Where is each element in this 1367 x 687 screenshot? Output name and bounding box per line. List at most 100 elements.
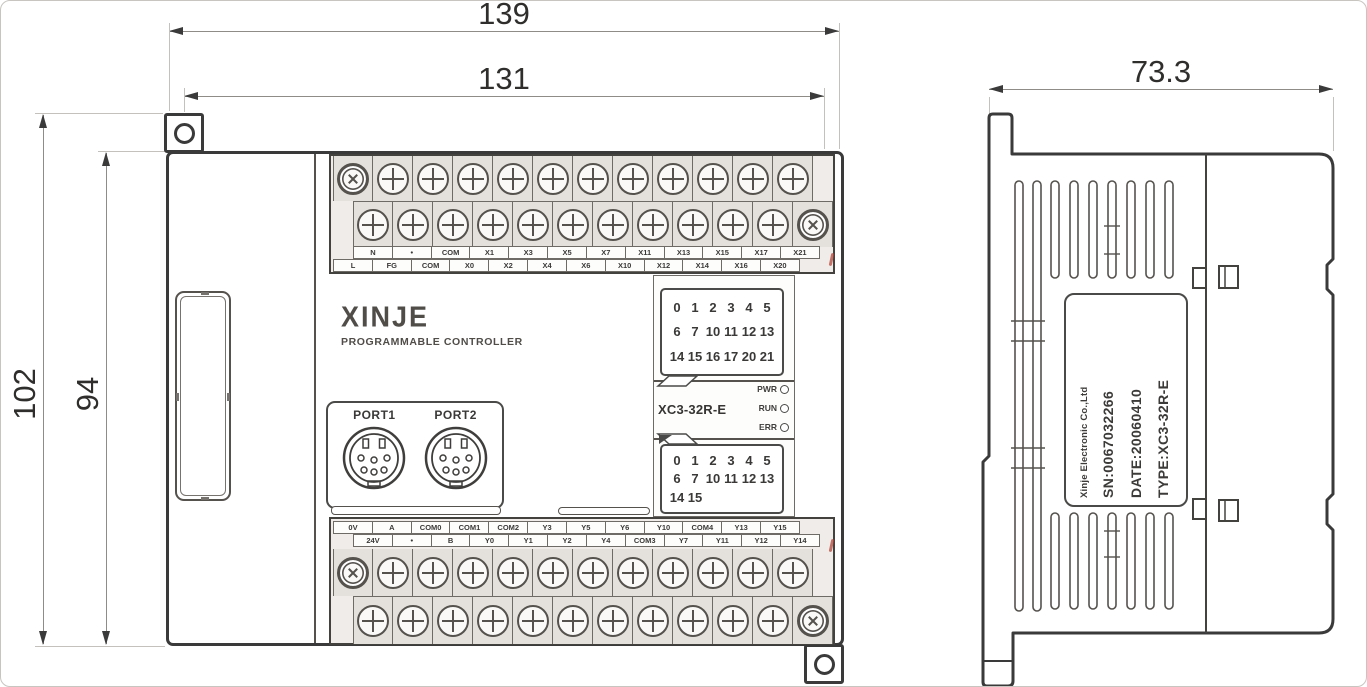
io-number: 1 xyxy=(691,299,699,315)
io-number: 20 xyxy=(741,349,757,365)
terminal-screw xyxy=(673,202,713,247)
screw-head-icon xyxy=(476,604,509,637)
terminal-label: Y15 xyxy=(759,521,800,534)
latch-clip xyxy=(1192,498,1207,520)
terminal-screw xyxy=(453,549,493,596)
port-panel-shelf xyxy=(331,506,501,515)
screw-head-icon xyxy=(716,208,749,241)
latch-clip xyxy=(1192,267,1207,289)
screw-head-icon xyxy=(357,604,389,637)
screw-head-icon xyxy=(357,208,389,241)
terminal-label: Y7 xyxy=(663,534,704,547)
io-number: 4 xyxy=(745,299,753,315)
side-label-line: TYPE:XC3-32R-E xyxy=(1155,379,1172,498)
io-number: 6 xyxy=(673,471,681,487)
io-number: 10 xyxy=(705,471,721,487)
terminal-label: X11 xyxy=(624,246,665,259)
vent-slot xyxy=(1088,512,1098,610)
terminal-label: B xyxy=(430,534,471,547)
terminal-screw xyxy=(393,202,433,247)
io-number: 7 xyxy=(691,324,699,340)
screw-head-icon xyxy=(516,208,549,241)
terminal-label: Y6 xyxy=(604,521,645,534)
terminal-label: X7 xyxy=(585,246,626,259)
vent-slot xyxy=(1145,180,1155,279)
screw-head-icon xyxy=(516,604,549,637)
led-row: ERR xyxy=(759,422,789,432)
screw-head-icon xyxy=(576,162,609,195)
vent-slot xyxy=(1164,512,1174,610)
extension-line xyxy=(1333,97,1334,151)
screw-head-icon xyxy=(789,597,836,644)
terminal-label: L xyxy=(333,259,373,272)
terminal-screw xyxy=(473,597,513,644)
status-divider-bottom xyxy=(654,438,794,440)
vent-slot xyxy=(1107,512,1117,610)
dim-line-inner-width xyxy=(184,92,824,100)
dim-line-overall-width xyxy=(169,27,839,35)
screw-head-icon xyxy=(556,604,589,637)
dim-line-body-height xyxy=(102,152,110,645)
vent-slot xyxy=(1088,180,1098,279)
terminal-screw xyxy=(773,156,813,201)
terminal-label: Y5 xyxy=(565,521,606,534)
terminal-label: X15 xyxy=(702,246,743,259)
screw-head-icon xyxy=(656,556,689,589)
extension-line xyxy=(184,88,185,112)
terminal-screw xyxy=(753,597,793,644)
screw-head-icon xyxy=(456,162,489,195)
io-number: 3 xyxy=(727,452,735,468)
terminal-label: COM1 xyxy=(449,521,490,534)
terminal-screw xyxy=(533,156,573,201)
latch-button xyxy=(1218,499,1239,522)
terminal-screw xyxy=(653,549,693,596)
terminal-label: N xyxy=(353,246,393,259)
io-number: 7 xyxy=(691,471,699,487)
dim-body-height-value: 94 xyxy=(70,376,105,412)
terminal-screw xyxy=(493,156,533,201)
screw-head-icon xyxy=(396,604,429,637)
io-number: 12 xyxy=(741,471,757,487)
screw-head-icon xyxy=(656,162,689,195)
screw-head-icon xyxy=(676,208,709,241)
terminal-label: X0 xyxy=(449,259,490,272)
mounting-ear-top-left xyxy=(164,113,204,153)
dim-arrow-icon xyxy=(102,152,110,166)
terminal-screw xyxy=(633,202,673,247)
io-number: 11 xyxy=(724,471,738,487)
screw-head-icon xyxy=(736,556,769,589)
terminal-label: Y0 xyxy=(469,534,510,547)
model-number: XC3-32R-E xyxy=(658,402,727,417)
terminal-label: A xyxy=(371,521,412,534)
terminal-screw xyxy=(513,202,553,247)
side-label-line: SN:0067032266 xyxy=(1100,390,1117,498)
screw-head-icon xyxy=(776,162,809,195)
status-divider-top xyxy=(654,380,794,382)
led-row: PWR xyxy=(757,384,789,394)
screw-head-icon xyxy=(456,556,489,589)
led-indicator-icon xyxy=(780,403,789,413)
dim-arrow-icon xyxy=(989,85,1003,93)
led-row: RUN xyxy=(759,403,789,413)
latch-button xyxy=(1218,265,1239,289)
terminal-screw xyxy=(789,597,836,644)
io-number: 11 xyxy=(724,324,738,340)
dim-overall-height-value: 102 xyxy=(7,368,42,420)
dim-arrow-icon xyxy=(169,27,183,35)
io-number: 13 xyxy=(759,324,775,340)
expansion-slot-cover-inner xyxy=(180,296,226,496)
terminal-screw xyxy=(393,597,433,644)
terminal-screw xyxy=(673,597,713,644)
terminal-screw xyxy=(433,597,473,644)
dim-arrow-icon xyxy=(825,27,839,35)
terminal-label: COM xyxy=(410,259,451,272)
